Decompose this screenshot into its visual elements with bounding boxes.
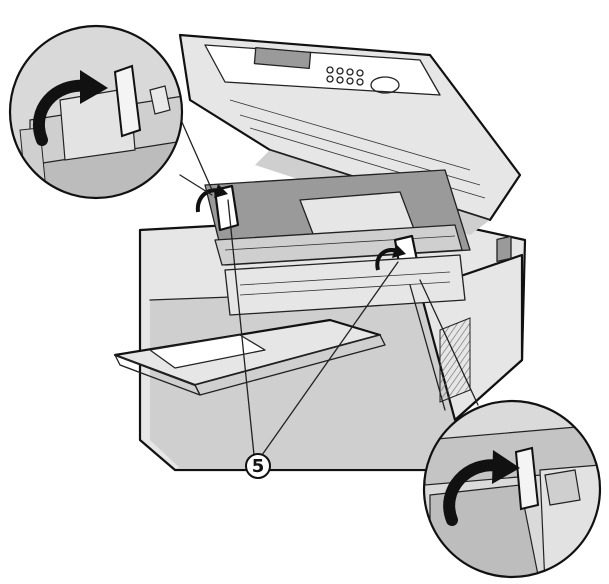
- left-detail-inset: [8, 24, 213, 200]
- callout-number: 5: [252, 456, 265, 477]
- right-detail-inset: [409, 279, 602, 579]
- callout-5: 5: [227, 199, 399, 479]
- paper-tray: [113, 318, 386, 396]
- curved-arrow-icon: [375, 244, 406, 271]
- inner-mechanism: [204, 169, 471, 316]
- curved-arrow-icon: [195, 184, 228, 213]
